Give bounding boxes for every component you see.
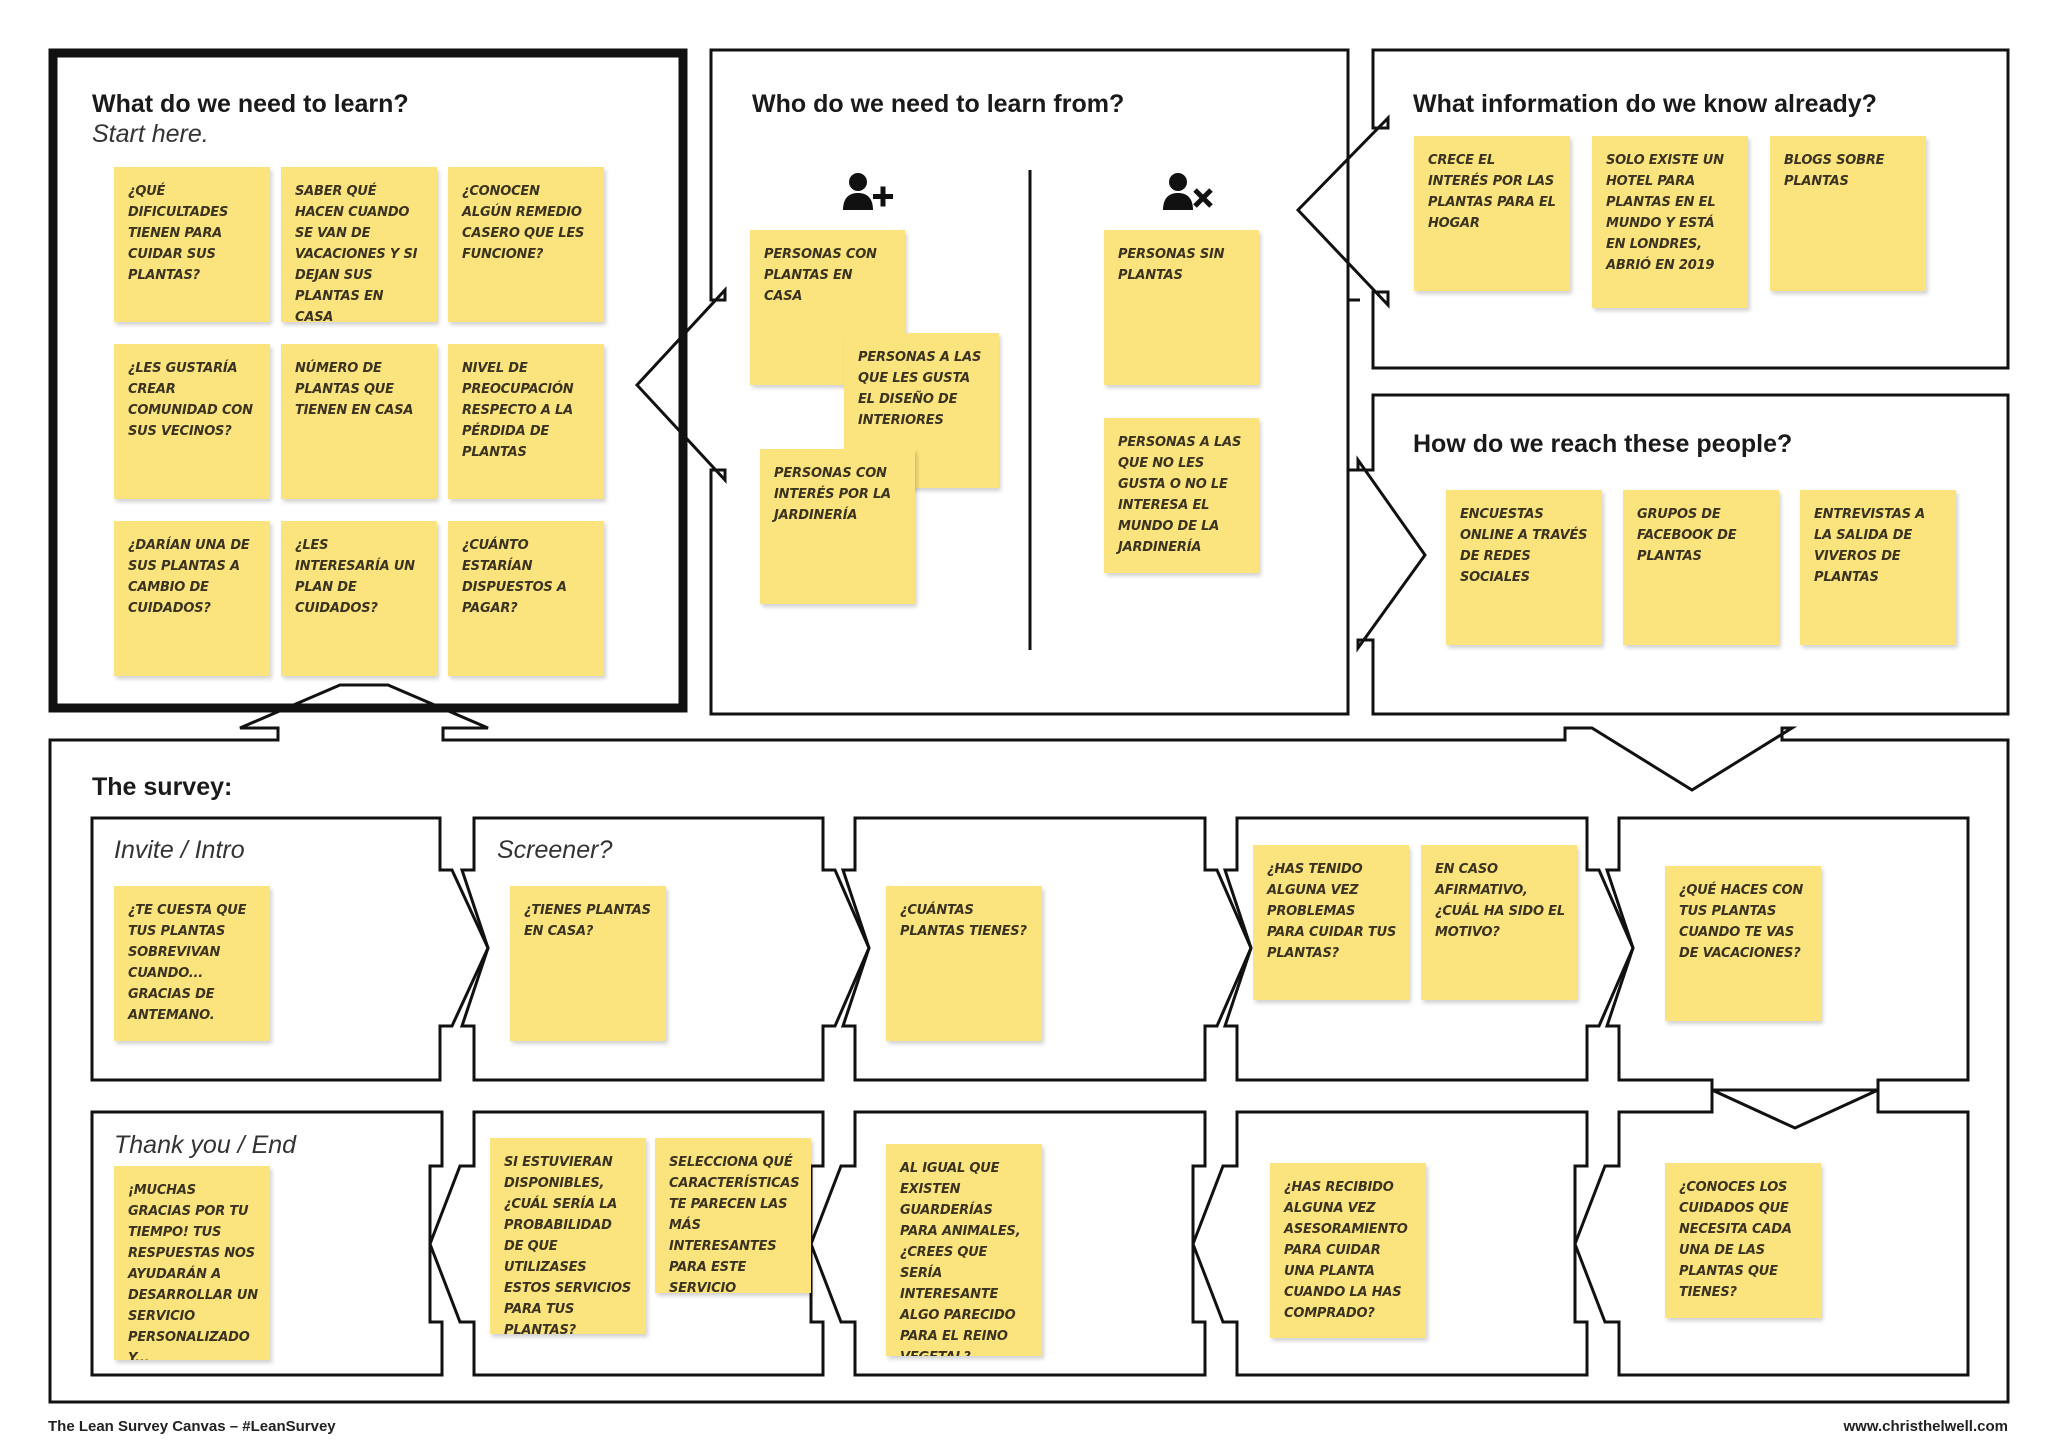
survey-step-8 [809, 1110, 1207, 1377]
who-box [634, 48, 1350, 716]
sticky-note[interactable]: ¿Conocen algún remedio casero que les fu… [448, 167, 604, 322]
know-title: What information do we know already? [1413, 90, 1877, 118]
know-box [1295, 48, 2010, 370]
footer-right[interactable]: www.christhelwell.com [1843, 1418, 2009, 1435]
sticky-note[interactable]: ¿Qué dificultades tienen para cuidar sus… [114, 167, 270, 322]
sticky-note[interactable]: Crece el interés por las plantas para el… [1414, 136, 1570, 291]
survey-step-2 [459, 816, 871, 1082]
sticky-note[interactable]: Solo existe un hotel para plantas en el … [1592, 136, 1748, 308]
learn-subtitle: Start here. [92, 120, 209, 148]
sticky-note[interactable]: ¿Darían una de sus plantas a cambio de c… [114, 521, 270, 676]
user-times-icon [1163, 173, 1213, 210]
sticky-note[interactable]: ¿Cuántas plantas tienes? [886, 886, 1042, 1041]
sticky-note[interactable]: Nivel de preocupación respecto a la pérd… [448, 344, 604, 499]
sticky-note[interactable]: Personas con interés por la jardinería [760, 449, 915, 604]
survey-box [48, 683, 2010, 1404]
sticky-note[interactable]: Al igual que existen guarderías para ani… [886, 1144, 1042, 1356]
learn-box [48, 48, 688, 713]
survey-step-1 [90, 816, 490, 1082]
sticky-note[interactable]: Si estuvieran disponibles, ¿cuál sería l… [490, 1138, 646, 1334]
sticky-note[interactable]: Blogs sobre plantas [1770, 136, 1926, 291]
sticky-note[interactable]: ¿Cuánto estarían dispuestos a pagar? [448, 521, 604, 676]
end-label: Thank you / End [114, 1131, 297, 1159]
sticky-note[interactable]: Selecciona qué características te parece… [655, 1138, 811, 1293]
survey-step-3 [840, 816, 1253, 1082]
survey-step-6 [1573, 1087, 1970, 1377]
screener-label: Screener? [497, 836, 613, 864]
sticky-note[interactable]: ¿Has recibido alguna vez asesoramiento p… [1270, 1163, 1426, 1338]
sticky-note[interactable]: ¿Qué haces con tus plantas cuando te vas… [1665, 866, 1821, 1021]
sticky-note[interactable]: Número de plantas que tienen en casa [281, 344, 437, 499]
sticky-note[interactable]: Saber qué hacen cuando se van de vacacio… [281, 167, 437, 322]
sticky-note[interactable]: ¿Has tenido alguna vez problemas para cu… [1253, 845, 1409, 1000]
who-title: Who do we need to learn from? [752, 90, 1125, 118]
sticky-note[interactable]: ¿Les gustaría crear comunidad con sus ve… [114, 344, 270, 499]
sticky-note[interactable]: ¿Les interesaría un plan de cuidados? [281, 521, 437, 676]
sticky-note[interactable]: Personas a las que no les gusta o no le … [1104, 418, 1259, 573]
sticky-note[interactable]: ¡Muchas gracias por tu tiempo! Tus respu… [114, 1166, 270, 1360]
footer-left: The Lean Survey Canvas – #LeanSurvey [48, 1418, 336, 1435]
sticky-note[interactable]: ¿Tienes plantas en casa? [510, 886, 666, 1041]
sticky-note[interactable]: Grupos de Facebook de plantas [1623, 490, 1779, 645]
sticky-note[interactable]: ¿Te cuesta que tus plantas sobrevivan cu… [114, 886, 270, 1041]
user-plus-icon [843, 173, 893, 210]
survey-step-4 [1222, 816, 1635, 1082]
survey-title: The survey: [92, 773, 233, 801]
survey-step-7 [1191, 1110, 1589, 1377]
survey-step-10 [90, 1110, 444, 1377]
sticky-note[interactable]: ¿Conoces los cuidados que necesita cada … [1665, 1163, 1821, 1318]
sticky-note[interactable]: Personas sin plantas [1104, 230, 1259, 385]
sticky-note[interactable]: Entrevistas a la salida de viveros de pl… [1800, 490, 1956, 645]
reach-box [1356, 393, 2010, 716]
sticky-note[interactable]: Encuestas online a través de redes socia… [1446, 490, 1602, 645]
invite-label: Invite / Intro [114, 836, 245, 864]
survey-step-9 [428, 1110, 825, 1377]
reach-title: How do we reach these people? [1413, 430, 1793, 458]
survey-step-5 [1604, 816, 1970, 1092]
sticky-note[interactable]: En caso afirmativo, ¿cuál ha sido el mot… [1421, 845, 1577, 1000]
learn-title: What do we need to learn? [92, 90, 409, 118]
